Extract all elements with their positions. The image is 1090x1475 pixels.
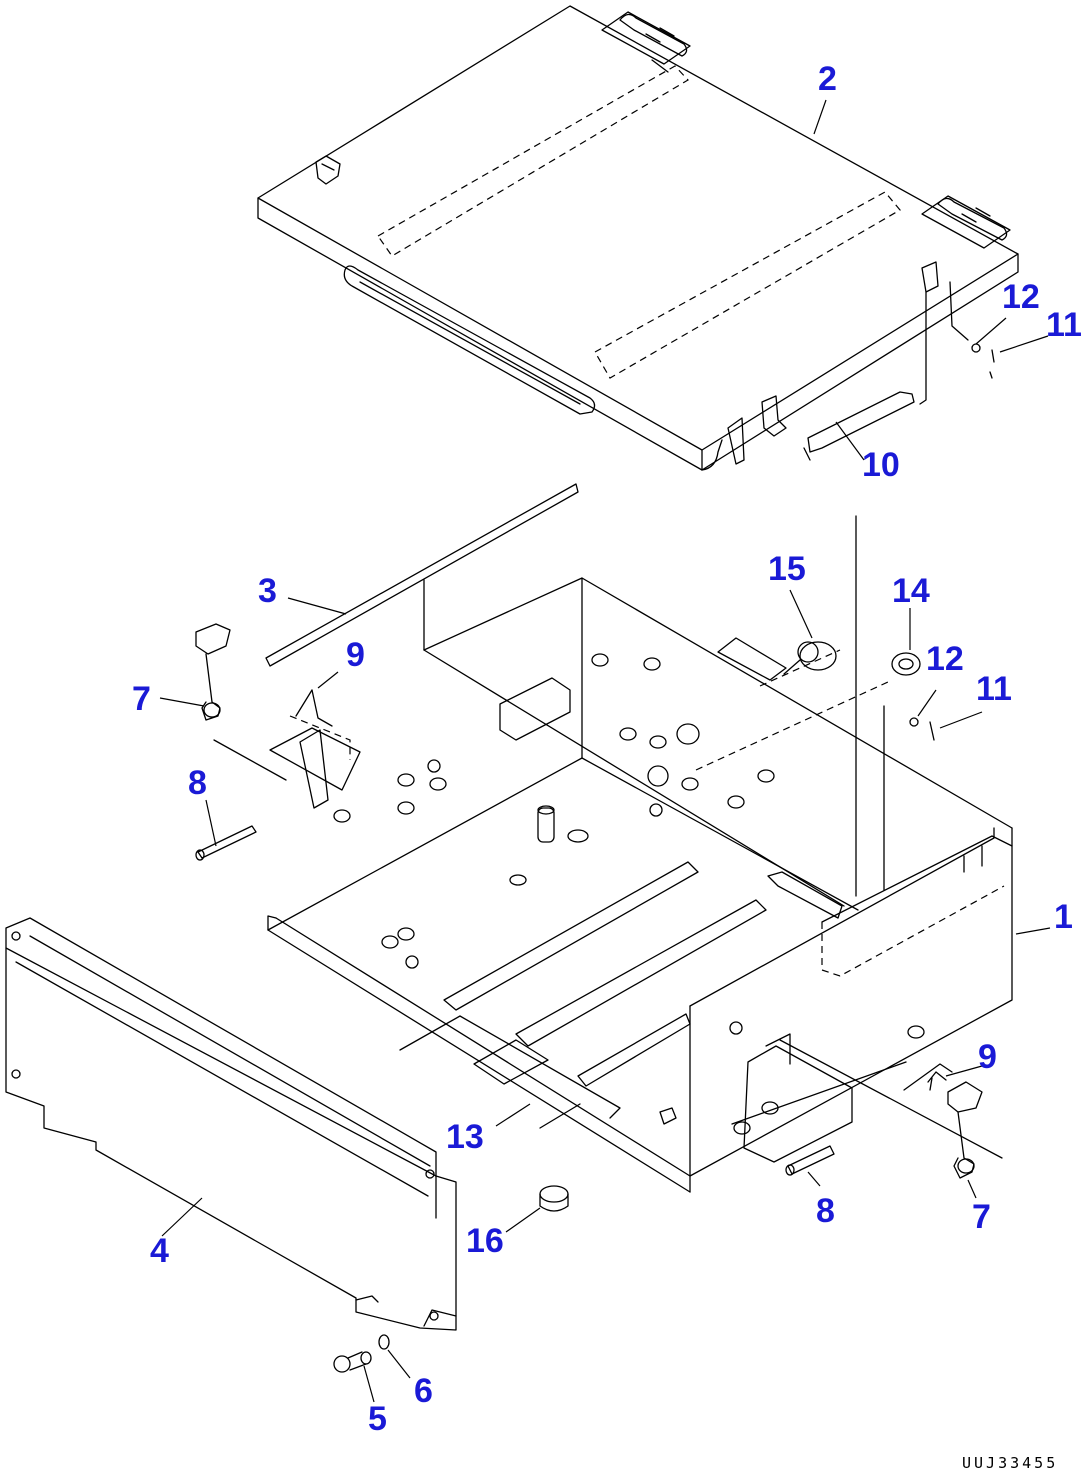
pin-right — [785, 1145, 835, 1176]
callout-3: 3 — [258, 572, 277, 610]
callout-7-right: 7 — [972, 1198, 991, 1236]
callout-16: 16 — [466, 1222, 504, 1260]
callout-9-right: 9 — [978, 1038, 997, 1076]
lock-handle-right — [947, 1081, 983, 1179]
washer-part-6 — [378, 1334, 390, 1350]
callout-labels: 1 2 3 4 5 6 7 7 8 8 9 9 10 11 11 12 12 1… — [132, 60, 1082, 1438]
callout-12-top: 12 — [1002, 278, 1040, 316]
callout-1: 1 — [1054, 898, 1073, 936]
callout-6: 6 — [414, 1372, 433, 1410]
cap-part-16 — [539, 1185, 569, 1212]
clip-left — [295, 689, 333, 727]
callout-11-top: 11 — [1046, 306, 1082, 344]
callout-8-left: 8 — [188, 764, 207, 802]
callout-13: 13 — [446, 1118, 484, 1156]
callout-15: 15 — [768, 550, 806, 588]
pin-left — [195, 825, 257, 861]
callout-11-mid: 11 — [976, 670, 1012, 708]
front-drawer-panel — [5, 917, 457, 1331]
callout-7-left: 7 — [132, 680, 151, 718]
callout-5: 5 — [368, 1400, 387, 1438]
top-cover-lid — [257, 5, 1019, 471]
leader-lines — [159, 99, 1051, 1403]
callout-9-left: 9 — [346, 636, 365, 674]
clip-right — [927, 1071, 947, 1091]
bolt-part-5 — [333, 1351, 372, 1373]
callout-14: 14 — [892, 572, 930, 610]
drawing-code: UUJ33455 — [962, 1454, 1058, 1472]
callout-10: 10 — [862, 446, 900, 484]
lock-handle-left — [195, 623, 231, 721]
knob-part-15 — [783, 641, 837, 675]
long-rod-part-3 — [265, 483, 579, 667]
small-washer-part-12 — [909, 717, 919, 727]
small-pin-part-11 — [929, 721, 935, 741]
callout-12-mid: 12 — [926, 640, 964, 678]
nut-part-14 — [891, 652, 921, 676]
callout-2: 2 — [818, 60, 837, 98]
main-box-frame — [213, 515, 1013, 1193]
callout-8-right: 8 — [816, 1192, 835, 1230]
callout-4: 4 — [150, 1232, 169, 1270]
